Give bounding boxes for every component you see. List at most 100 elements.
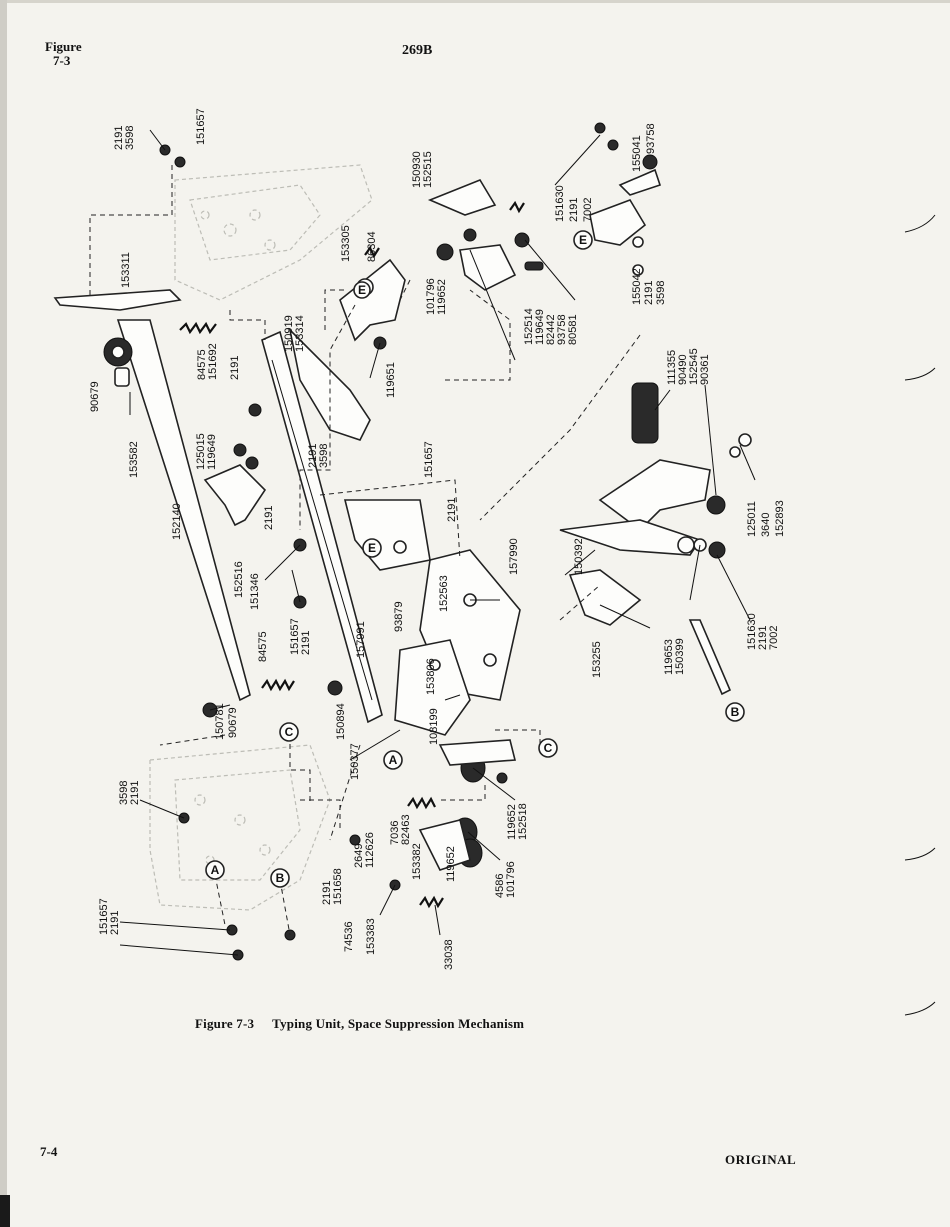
- pn-group-upper-center: 153305 86304: [340, 225, 378, 262]
- figure-label: Figure 7-3: [45, 40, 82, 68]
- pn-33038: 33038: [443, 939, 455, 970]
- pn-group-bottom2: 7036 82463: [389, 814, 412, 845]
- bracket-far-right: [589, 122, 662, 276]
- page-number: 7-4: [40, 1144, 58, 1159]
- pn-151657-top: 151657: [195, 108, 207, 145]
- ref-circle-C-left: C: [279, 722, 299, 742]
- pn-group-upper-right-a: 150930 152515: [411, 151, 434, 188]
- svg-text:93758: 93758: [556, 314, 568, 345]
- leader-lines: [119, 129, 756, 956]
- figure-number: 7-3: [53, 53, 71, 68]
- pn-74536: 74536: [343, 921, 355, 952]
- svg-text:150399: 150399: [674, 638, 686, 675]
- pn-90679-top: 90679: [89, 381, 101, 412]
- pn-2191-center: 2191: [446, 498, 458, 522]
- assembly-lines: [89, 165, 641, 936]
- pn-153255: 153255: [591, 641, 603, 678]
- pn-group-left-mid: 125015 119649: [195, 433, 218, 470]
- svg-text:2191: 2191: [321, 881, 333, 905]
- ref-letter-E-3: E: [358, 283, 366, 297]
- page-code: 269B: [402, 43, 433, 58]
- svg-text:2191: 2191: [757, 626, 769, 650]
- pn-group-far-right2: 155041 93758: [631, 123, 657, 172]
- pn-150377: 150377: [349, 743, 361, 780]
- pn-152140: 152140: [171, 503, 183, 540]
- pn-group-bottom2-c: 2191 151658: [321, 868, 344, 905]
- springs: [179, 200, 659, 909]
- ref-letter-A-2: A: [211, 863, 220, 877]
- pn-group-top-left: 2191 3598: [113, 126, 136, 150]
- part-numbers: 2191 3598 151657 153311 153305 86304 150…: [89, 108, 786, 970]
- pn-group-upper-right-c: 152514 119649 82442 93758 80581: [523, 308, 579, 345]
- pn-group-left-springs: 84575 151692 2191: [196, 343, 241, 380]
- svg-text:84575: 84575: [196, 349, 208, 380]
- pn-119652-bottom: 119652: [445, 846, 457, 882]
- ref-circle-E-center: E: [362, 538, 382, 558]
- ref-circle-A-center: A: [383, 750, 403, 770]
- ref-circle-B-left: B: [270, 868, 290, 888]
- pn-group-far-left2: 151657 2191: [98, 898, 121, 935]
- lever-left-mid: [203, 403, 343, 696]
- svg-text:3598: 3598: [118, 781, 130, 805]
- svg-text:125015: 125015: [195, 433, 207, 470]
- svg-text:119649: 119649: [534, 309, 546, 345]
- pn-108199: 108199: [428, 708, 440, 745]
- svg-text:2191: 2191: [307, 444, 319, 468]
- svg-text:119653: 119653: [663, 639, 675, 675]
- pn-153383: 153383: [365, 918, 377, 955]
- svg-text:86304: 86304: [366, 231, 378, 262]
- status-original: ORIGINAL: [725, 1152, 797, 1167]
- svg-text:112626: 112626: [364, 832, 376, 868]
- figure-word: Figure: [45, 39, 82, 54]
- svg-text:119649: 119649: [206, 434, 218, 470]
- svg-text:93758: 93758: [645, 123, 657, 154]
- caption-title: Typing Unit, Space Suppression Mechanism: [272, 1016, 525, 1031]
- svg-text:111355: 111355: [666, 350, 678, 385]
- svg-text:7002: 7002: [768, 626, 780, 650]
- pn-group-bottom2-b: 2649 112626: [353, 832, 376, 868]
- pn-90679-lower: 90679: [227, 707, 239, 738]
- svg-text:82442: 82442: [545, 314, 557, 345]
- pn-153311: 153311: [120, 252, 132, 288]
- pn-152516: 152516: [233, 561, 245, 598]
- caption-label: Figure 7-3: [195, 1016, 255, 1031]
- ref-circle-C-right: C: [538, 738, 558, 758]
- page-edge-left: [0, 0, 7, 1227]
- svg-text:150930: 150930: [411, 151, 423, 188]
- pn-152563: 152563: [438, 575, 450, 612]
- svg-text:7036: 7036: [389, 821, 401, 845]
- pn-group-far-right3: 155042 2191 3598: [631, 268, 667, 305]
- pn-group-lower-right: 119653 150399: [663, 638, 686, 675]
- svg-text:151657: 151657: [289, 618, 301, 655]
- pn-group-upper-right-b: 101796 119652: [425, 278, 448, 315]
- ref-letter-C: C: [285, 725, 294, 739]
- svg-text:150919: 150919: [283, 315, 295, 352]
- svg-text:119652: 119652: [436, 279, 448, 315]
- pn-group-mid-right2: 125011 3640 152893: [746, 500, 786, 537]
- svg-text:3640: 3640: [760, 513, 772, 537]
- pn-93879: 93879: [393, 601, 405, 632]
- pn-119651: 119651: [385, 362, 397, 398]
- rail-150894: [261, 330, 383, 724]
- svg-text:152515: 152515: [422, 151, 434, 188]
- pn-2191-left-mid: 2191: [263, 506, 275, 530]
- svg-text:101796: 101796: [425, 278, 437, 315]
- svg-text:125011: 125011: [746, 501, 758, 537]
- svg-text:151658: 151658: [332, 868, 344, 905]
- svg-text:153305: 153305: [340, 225, 352, 262]
- pn-150781: 150781: [214, 703, 226, 740]
- svg-text:2649: 2649: [353, 844, 365, 868]
- rail-152140: [53, 289, 251, 702]
- ref-markers: E E E C C A A B B: [205, 230, 745, 888]
- pn-group-upper-center2: 150919 153314: [283, 315, 306, 352]
- pn-150894: 150894: [335, 703, 347, 740]
- pn-151657-center: 151657: [423, 441, 435, 478]
- ref-letter-A: A: [389, 753, 398, 767]
- pn-153382: 153382: [411, 843, 423, 880]
- svg-text:155042: 155042: [631, 268, 643, 305]
- svg-text:2191: 2191: [300, 631, 312, 655]
- pn-153582: 153582: [128, 441, 140, 478]
- svg-text:152545: 152545: [688, 348, 700, 385]
- svg-text:2191: 2191: [643, 281, 655, 305]
- svg-text:90361: 90361: [699, 354, 711, 385]
